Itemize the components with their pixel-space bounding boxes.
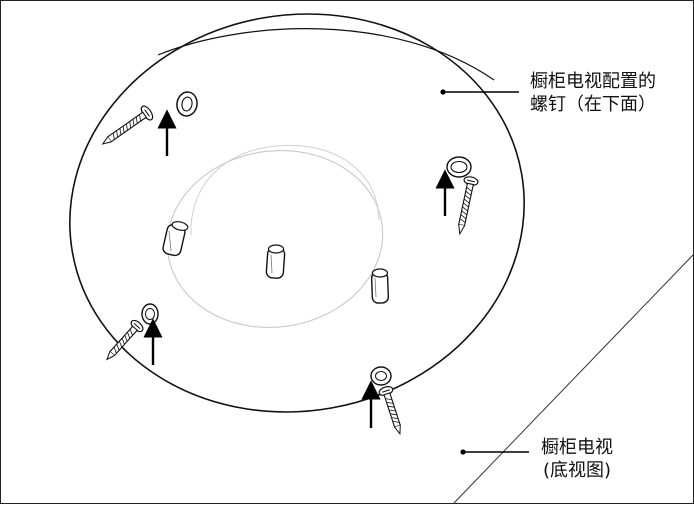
- mounting-plate: [69, 13, 525, 413]
- screw-bottom-right: [378, 386, 401, 436]
- mounting-pin-center: [265, 244, 286, 279]
- screw-bottom-left: [105, 319, 144, 361]
- inner-guide-ring: [166, 150, 384, 328]
- cabinet-label-leader-dot: [460, 449, 466, 455]
- screws-callout-line-2: 螺钉（在下面）: [530, 94, 656, 115]
- plate-rim-highlight: [157, 28, 495, 81]
- screw-hole-top-left: [176, 91, 198, 117]
- mounting-pin-left: [162, 221, 189, 257]
- screw-right: [458, 176, 479, 236]
- inner-guide-arc: [190, 144, 380, 236]
- screws-callout-line-1: 橱柜电视配置的: [530, 71, 656, 92]
- mounting-pin-right: [370, 268, 390, 304]
- screw-top-left: [101, 105, 154, 145]
- screw-label-leader-dot: [440, 89, 446, 95]
- screw-hole-bottom-left: [141, 303, 159, 325]
- cabinet-callout-line-1: 橱柜电视: [541, 437, 613, 458]
- screw-hole-bottom-right: [370, 366, 392, 386]
- cabinet-callout-label: 橱柜电视 (底视图): [541, 436, 613, 482]
- screws-callout-label: 橱柜电视配置的 螺钉（在下面）: [530, 70, 656, 116]
- screw-hole-right: [446, 156, 472, 178]
- cabinet-callout-line-2: (底视图): [542, 460, 612, 481]
- cabinet-edge-line: [453, 254, 694, 504]
